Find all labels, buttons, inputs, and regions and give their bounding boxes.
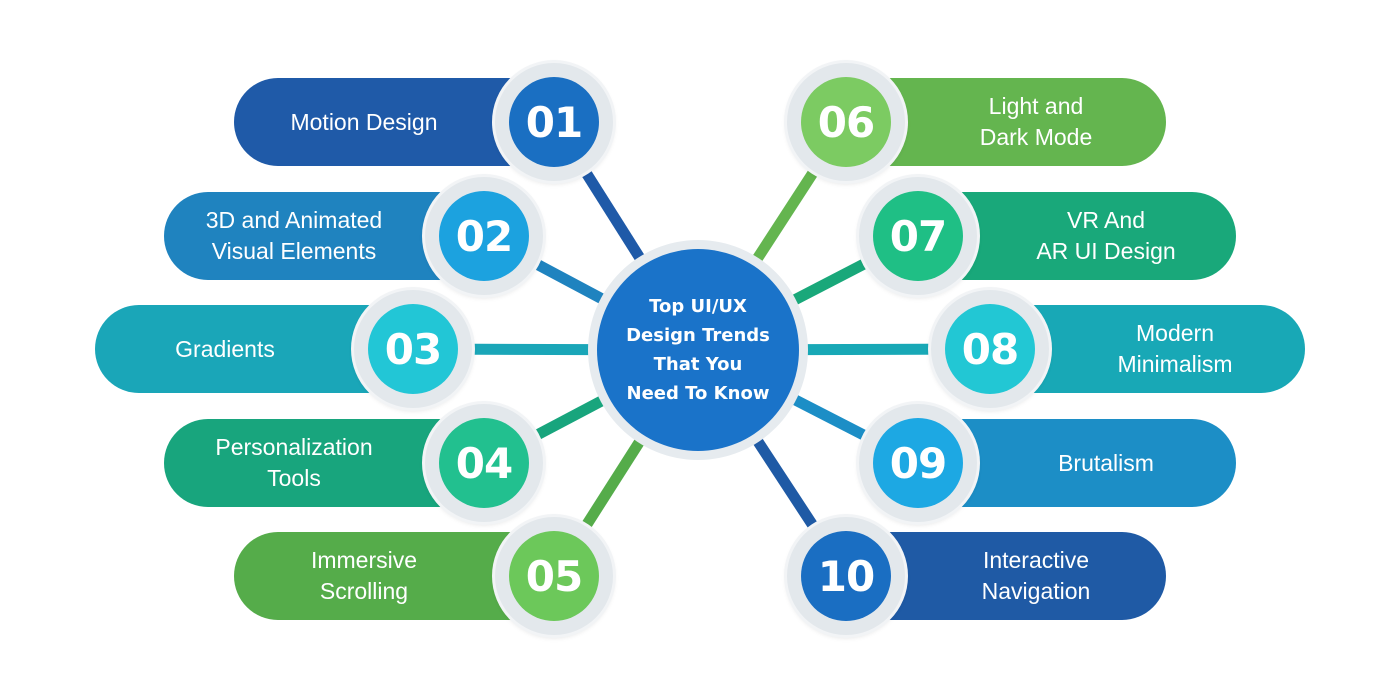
trend-number-badge: 05 (509, 531, 599, 621)
trend-number-badge: 04 (439, 418, 529, 508)
trend-number-badge: 08 (945, 304, 1035, 394)
trend-label: 3D and Animated Visual Elements (205, 207, 383, 264)
trend-label: Immersive Scrolling (310, 547, 418, 604)
trend-number-badge: 07 (873, 191, 963, 281)
trend-label: Light and Dark Mode (979, 93, 1093, 150)
trend-label: VR And AR UI Design (1036, 207, 1176, 264)
trend-label: Modern Minimalism (1117, 320, 1233, 377)
trend-number-badge: 02 (439, 191, 529, 281)
center-title: Top UI/UX Design Trends That You Need To… (626, 296, 770, 404)
trend-label: Interactive Navigation (981, 547, 1091, 604)
trend-label: Gradients (175, 335, 275, 362)
trend-number-badge: 09 (873, 418, 963, 508)
trend-label: Motion Design (290, 108, 438, 135)
trend-label: Brutalism (1058, 449, 1154, 476)
center-hub: Top UI/UX Design Trends That You Need To… (597, 249, 799, 451)
trend-number-badge: 03 (368, 304, 458, 394)
trend-number-badge: 06 (801, 77, 891, 167)
trend-label: Personalization Tools (215, 434, 373, 491)
trend-number-badge: 01 (509, 77, 599, 167)
trend-number-badge: 10 (801, 531, 891, 621)
